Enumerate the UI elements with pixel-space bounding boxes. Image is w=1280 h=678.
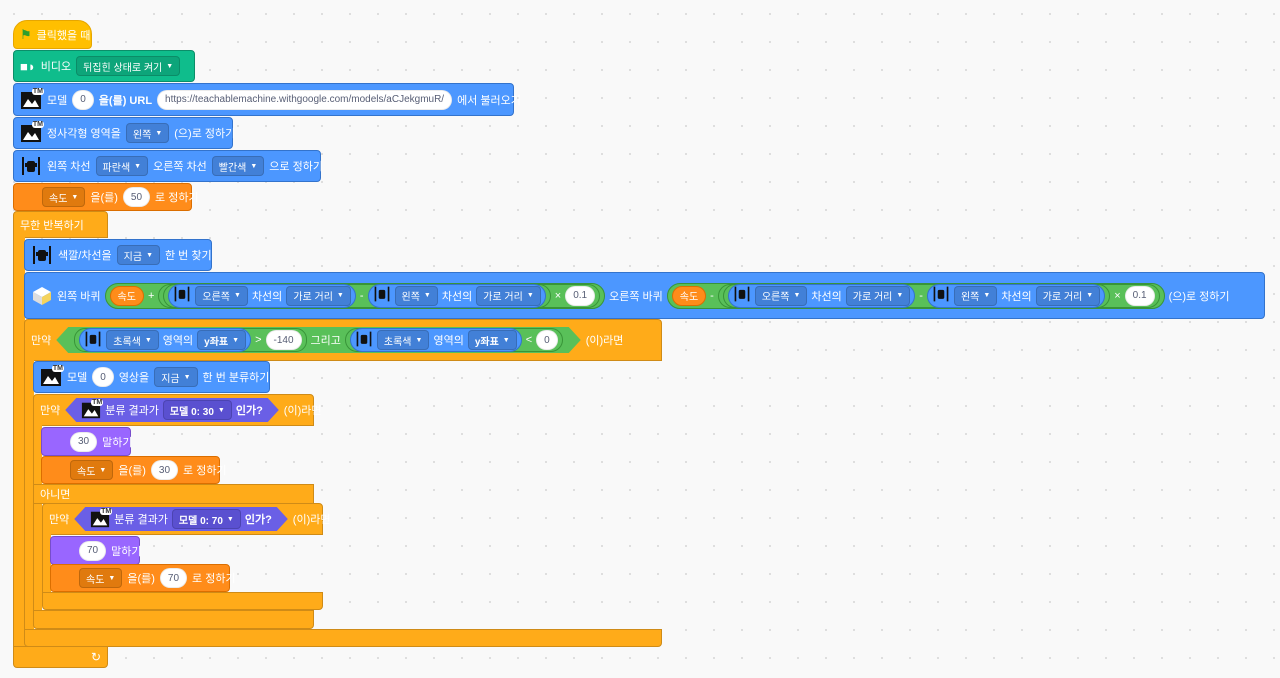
loop-arrow-icon: ↻ [90, 650, 101, 664]
forever-loop-header[interactable]: 무한 반복하기 [13, 211, 108, 238]
classification-result-condition[interactable]: TM 분류 결과가 모델 0: 30▼ 인가? [65, 398, 279, 422]
say-70-block[interactable]: 70 말하기 [50, 536, 142, 565]
factor-input[interactable]: 0.1 [565, 285, 596, 306]
left-lane-color-dropdown[interactable]: 파란색▼ [95, 156, 149, 176]
multiply-operator[interactable]: 오른쪽▼ 차선의 가로 거리▼ - 왼쪽▼ 차선의 가로 거리▼ × 0.1 [717, 283, 1160, 308]
find-lane-block[interactable]: 색깔/차선을 지금▼ 한 번 찾기 [24, 239, 212, 271]
say-text-input[interactable]: 70 [79, 540, 107, 561]
class-result-dropdown[interactable]: 모델 0: 30▼ [163, 400, 232, 420]
and-operator[interactable]: 초록색▼ 영역의 y좌표▼ > -140 그리고 초록색▼ 영역의 y좌표▼ <… [56, 327, 580, 353]
model-number-input[interactable]: 0 [72, 89, 94, 110]
forever-loop-arm [13, 237, 25, 647]
multiply-operator[interactable]: 오른쪽▼ 차선의 가로 거리▼ - 왼쪽▼ 차선의 가로 거리▼ × 0.1 [158, 283, 601, 308]
speed-value-input[interactable]: 70 [159, 568, 188, 588]
area-y-reporter[interactable]: 초록색▼ 영역의 y좌표▼ [350, 328, 522, 352]
teachable-machine-icon: TM [81, 400, 101, 420]
lane-distance-reporter[interactable]: 오른쪽▼ 차선의 가로 거리▼ [168, 283, 356, 308]
greater-than-operator[interactable]: 초록색▼ 영역의 y좌표▼ > -140 [74, 328, 306, 352]
distance-type-dropdown[interactable]: 가로 거리▼ [1035, 285, 1101, 306]
model-url-input[interactable]: https://teachablemachine.withgoogle.com/… [157, 89, 453, 110]
greater-than-value-input[interactable]: -140 [266, 330, 302, 350]
teachable-machine-icon: TM [20, 121, 44, 144]
car-lane-icon [733, 285, 751, 306]
if-else-30-footer [33, 610, 314, 629]
lane-side-dropdown[interactable]: 왼쪽▼ [394, 285, 438, 306]
green-flag-icon: ⚑ [20, 26, 32, 42]
distance-type-dropdown[interactable]: 가로 거리▼ [476, 285, 541, 306]
square-area-dropdown[interactable]: 왼쪽▼ [125, 123, 170, 143]
subtract-operator[interactable]: 속도 - 오른쪽▼ 차선의 가로 거리▼ - 왼쪽▼ 차선의 가로 거리▼ × [666, 282, 1165, 309]
lane-side-dropdown[interactable]: 왼쪽▼ [953, 285, 998, 306]
say-text-input[interactable]: 30 [70, 431, 98, 452]
set-speed-30-block[interactable]: 속도▼ 을(를) 30 로 정하기 [41, 456, 227, 484]
speed-variable-reporter[interactable]: 속도 [671, 285, 707, 306]
if-lane-block-footer [24, 629, 662, 647]
hat-label: 클릭했을 때 [36, 29, 91, 42]
load-model-block[interactable]: TM 모델 0 을(를) URL https://teachablemachin… [13, 83, 521, 116]
classification-result-condition[interactable]: TM 분류 결과가 모델 0: 70▼ 인가? [74, 507, 288, 531]
lane-distance-reporter[interactable]: 왼쪽▼ 차선의 가로 거리▼ [926, 283, 1106, 308]
if-else-30-header[interactable]: 만약 TM 분류 결과가 모델 0: 30▼ 인가? (이)라면 [33, 394, 321, 426]
video-camera-icon: ■◗ [20, 58, 36, 74]
teachable-machine-icon: TM [20, 87, 44, 111]
classify-model-number-input[interactable]: 0 [92, 367, 114, 387]
else-label-bar: 아니면 [33, 484, 314, 504]
car-lane-icon [355, 330, 373, 351]
if-lane-block-header[interactable]: 만약 초록색▼ 영역의 y좌표▼ > -140 그리고 초록색▼ 영역의 y좌표… [24, 319, 662, 361]
set-lanes-block[interactable]: 왼쪽 차선 파란색▼ 오른쪽 차선 빨간색▼ 으로 정하기 [13, 150, 323, 182]
area-y-reporter[interactable]: 초록색▼ 영역의 y좌표▼ [79, 328, 251, 352]
speed-variable-dropdown[interactable]: 속도▼ [79, 568, 123, 588]
lane-side-dropdown[interactable]: 오른쪽▼ [754, 285, 808, 306]
car-lane-icon [20, 155, 42, 177]
speed-variable-dropdown[interactable]: 속도▼ [70, 460, 114, 480]
car-lane-icon [173, 285, 191, 306]
video-toggle-block[interactable]: ■◗ 비디오 뒤집힌 상태로 켜기▼ [13, 50, 195, 82]
if-lane-block-arm [24, 360, 34, 630]
speed-value-input[interactable]: 50 [122, 187, 151, 207]
less-than-operator[interactable]: 초록색▼ 영역의 y좌표▼ < 0 [345, 328, 563, 352]
class-result-dropdown[interactable]: 모델 0: 70▼ [172, 509, 241, 529]
classify-video-block[interactable]: TM 모델 0 영상을 지금▼ 한 번 분류하기 [33, 361, 270, 393]
axis-dropdown[interactable]: y좌표▼ [197, 330, 246, 350]
speed-variable-dropdown[interactable]: 속도▼ [42, 187, 86, 207]
teachable-machine-icon: TM [90, 509, 110, 529]
car-lane-icon [373, 285, 391, 306]
lane-distance-reporter[interactable]: 오른쪽▼ 차선의 가로 거리▼ [727, 283, 916, 308]
car-lane-icon [932, 285, 950, 306]
speed-variable-reporter[interactable]: 속도 [109, 285, 144, 306]
if-70-footer [42, 592, 323, 610]
lane-distance-reporter[interactable]: 왼쪽▼ 차선의 가로 거리▼ [367, 283, 546, 308]
robot-wheel-icon [31, 285, 53, 307]
axis-dropdown[interactable]: y좌표▼ [468, 330, 517, 350]
car-lane-icon [31, 244, 53, 266]
video-state-dropdown[interactable]: 뒤집힌 상태로 켜기▼ [76, 56, 181, 76]
distance-type-dropdown[interactable]: 가로 거리▼ [845, 285, 911, 306]
if-70-arm [42, 534, 51, 594]
add-operator[interactable]: 속도 + 오른쪽▼ 차선의 가로 거리▼ - 왼쪽▼ 차선의 가로 거리▼ × [104, 282, 606, 309]
set-wheels-block[interactable]: 왼쪽 바퀴 속도 + 오른쪽▼ 차선의 가로 거리▼ - 왼쪽▼ 차선의 가로 … [24, 272, 1265, 319]
car-lane-icon [84, 330, 102, 351]
distance-type-dropdown[interactable]: 가로 거리▼ [286, 285, 351, 306]
area-color-dropdown[interactable]: 초록색▼ [106, 330, 159, 350]
if-70-header[interactable]: 만약 TM 분류 결과가 모델 0: 70▼ 인가? (이)라면 [42, 503, 330, 535]
subtract-operator[interactable]: 오른쪽▼ 차선의 가로 거리▼ - 왼쪽▼ 차선의 가로 거리▼ [163, 283, 551, 308]
factor-input[interactable]: 0.1 [1124, 285, 1155, 306]
if-else-30-arm [33, 425, 42, 620]
when-flag-clicked-hat[interactable]: ⚑ 클릭했을 때 [13, 20, 92, 49]
lane-side-dropdown[interactable]: 오른쪽▼ [195, 285, 248, 306]
less-than-value-input[interactable]: 0 [536, 330, 558, 350]
forever-loop-footer: ↻ [13, 646, 108, 668]
find-timing-dropdown[interactable]: 지금▼ [116, 245, 160, 265]
video-label: 비디오 [40, 61, 72, 73]
teachable-machine-icon: TM [40, 365, 64, 388]
square-area-block[interactable]: TM 정사각형 영역을 왼쪽▼ (으)로 정하기 [13, 117, 235, 149]
say-30-block[interactable]: 30 말하기 [41, 427, 133, 456]
speed-value-input[interactable]: 30 [150, 460, 179, 480]
right-lane-color-dropdown[interactable]: 빨간색▼ [211, 156, 265, 176]
classify-timing-dropdown[interactable]: 지금▼ [154, 367, 198, 387]
subtract-operator[interactable]: 오른쪽▼ 차선의 가로 거리▼ - 왼쪽▼ 차선의 가로 거리▼ [722, 283, 1111, 308]
set-speed-50-block[interactable]: 속도▼ 을(를) 50 로 정하기 [13, 183, 199, 211]
area-color-dropdown[interactable]: 초록색▼ [377, 330, 430, 350]
set-speed-70-block[interactable]: 속도▼ 을(를) 70 로 정하기 [50, 564, 236, 592]
